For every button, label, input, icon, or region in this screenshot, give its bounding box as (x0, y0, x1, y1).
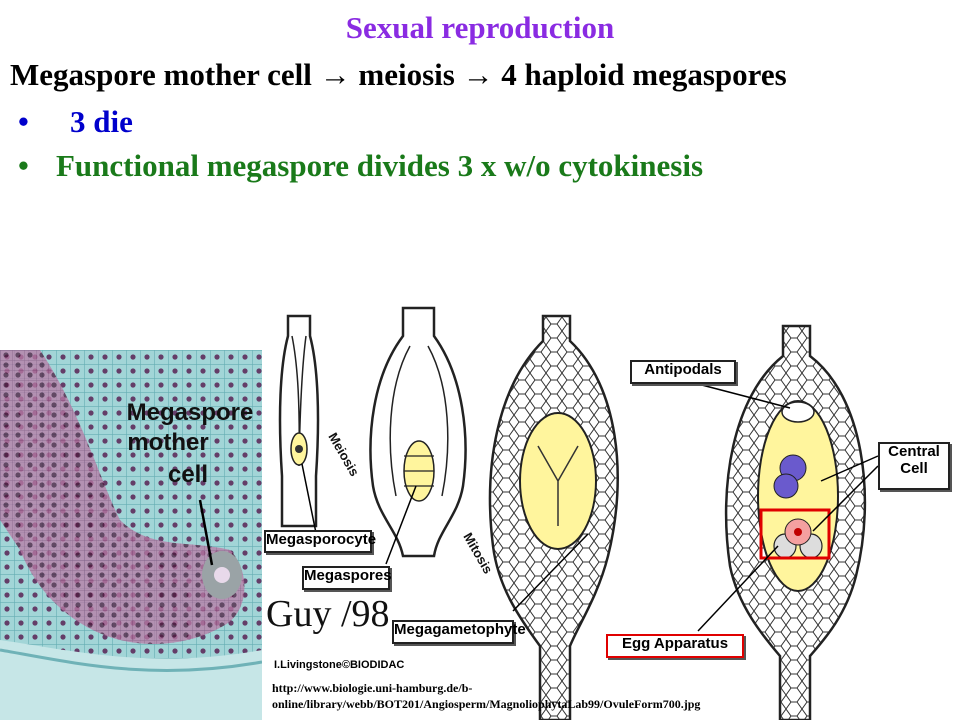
label-central-cell: Central Cell (878, 442, 950, 490)
megagametophyte-diagram: Meiosis Mitosis Guy /98 (266, 306, 879, 720)
source-url-line1: http://www.biologie.uni-hamburg.de/b- (272, 681, 473, 695)
label-central-cell-line2: Cell (900, 459, 928, 477)
stage-megasporocyte (278, 314, 320, 528)
process-line: Megaspore mother cell → meiosis → 4 hapl… (10, 57, 787, 92)
arrow-label-meiosis: Meiosis (325, 430, 362, 479)
slide-title: Sexual reproduction (345, 10, 615, 45)
source-url: http://www.biologie.uni-hamburg.de/b- on… (272, 680, 700, 712)
ovule-micrograph: Megaspore mother cell (0, 350, 262, 720)
micrograph-label: mother (127, 429, 208, 456)
arrow-label-mitosis: Mitosis (460, 530, 495, 576)
signature: Guy /98 (266, 593, 390, 635)
bullet-functional-megaspore: • Functional megaspore divides 3 x w/o cy… (18, 148, 703, 184)
stage-megagametophyte-developing (488, 314, 619, 720)
label-egg-apparatus: Egg Apparatus (606, 634, 744, 658)
label-antipodals: Antipodals (630, 360, 736, 384)
label-megasporocyte: Megasporocyte (264, 530, 376, 553)
stage-megaspores (369, 306, 467, 558)
label-megaspores: Megaspores (302, 566, 392, 590)
micrograph-label: Megaspore (127, 399, 254, 426)
bullet-marker: • (18, 148, 29, 183)
image-credit: I.Livingstone©BIODIDAC (274, 659, 405, 671)
bullet-marker: • (18, 104, 29, 139)
bullet-text: Functional megaspore divides 3 x w/o cyt… (56, 148, 704, 183)
label-megagametophyte: Megagametophyte (392, 620, 526, 644)
label-central-cell-line1: Central (888, 443, 940, 460)
stage-megagametophyte-mature (724, 324, 867, 720)
bullet-3-die: • 3 die (18, 104, 133, 140)
source-url-line2: online/library/webb/BOT201/Angiosperm/Ma… (272, 697, 701, 712)
micrograph-label: cell (168, 461, 208, 488)
bullet-text: 3 die (70, 104, 133, 139)
